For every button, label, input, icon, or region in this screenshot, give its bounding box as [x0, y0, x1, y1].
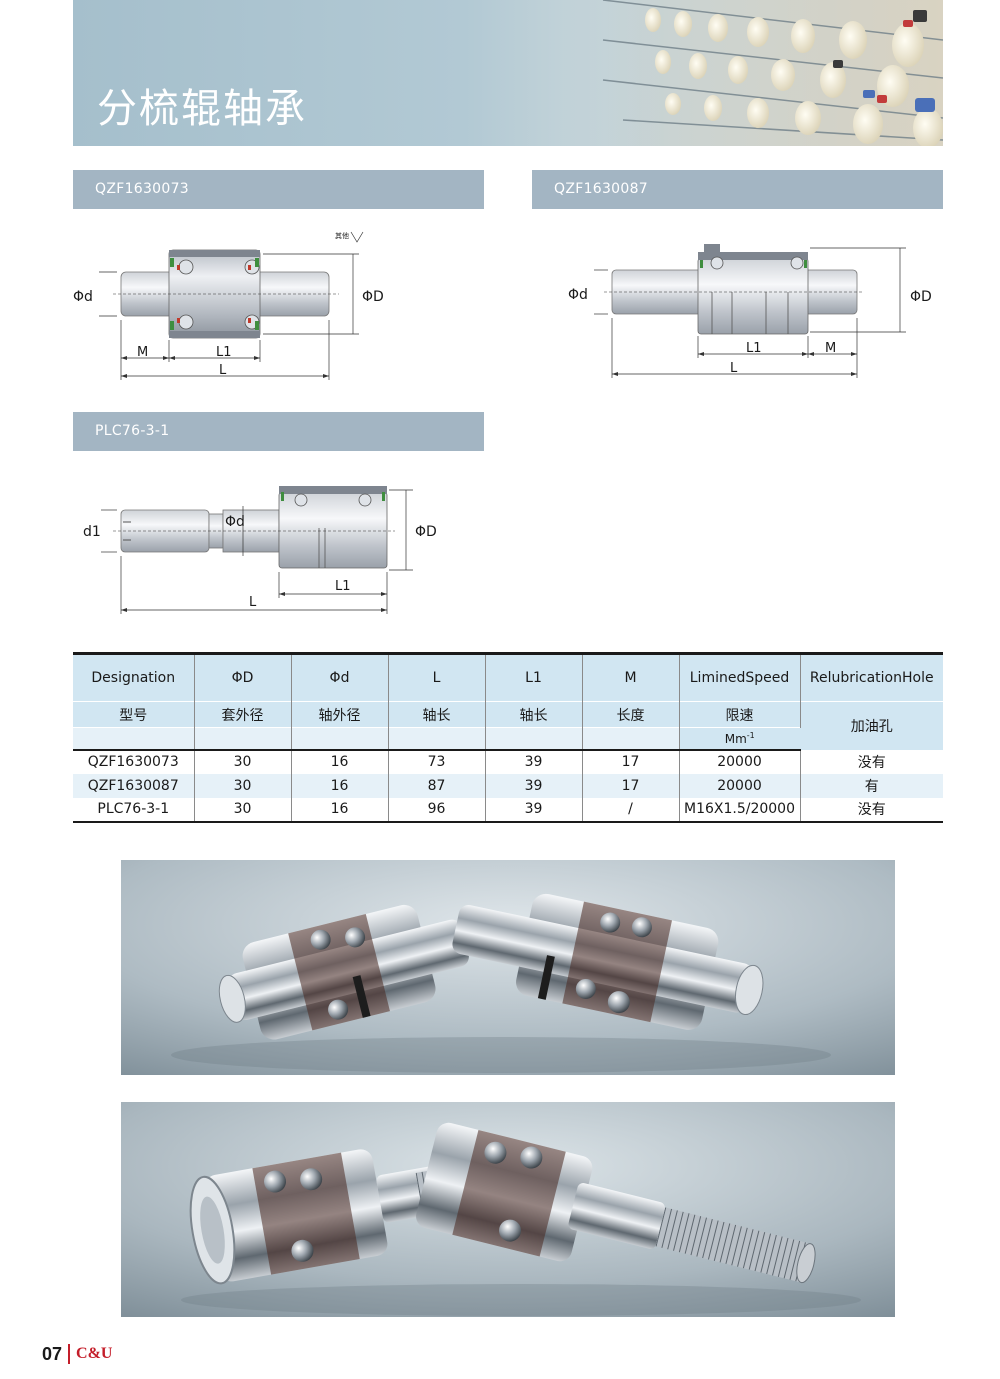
label-d1: d1: [83, 524, 101, 540]
label-l1: L1: [216, 345, 232, 360]
cell-length: 96: [388, 797, 486, 823]
header-row-units: Mm-1: [73, 727, 943, 751]
header-length: L: [388, 652, 486, 702]
label-d: Φd: [225, 514, 245, 530]
cell-length: 87: [388, 773, 486, 798]
surface-note: 其他: [335, 231, 349, 240]
label-d: Φd: [568, 287, 588, 303]
cell-designation: QZF1630073: [73, 749, 195, 774]
cell-shaft-diameter: 16: [291, 797, 389, 823]
specification-table: Designation ΦD Φd L L1 M LiminedSpeed Re…: [73, 652, 943, 823]
header-cn-m: 长度: [582, 701, 680, 728]
cell-m: 17: [582, 749, 680, 774]
cell-outer-diameter: 30: [194, 797, 292, 823]
header-cn-shaft: 轴外径: [291, 701, 389, 728]
cell-length1: 39: [485, 797, 583, 823]
header-shaft-diameter: Φd: [291, 652, 389, 702]
cell-oil-hole: 有: [800, 773, 943, 798]
spinning-machine-image: [563, 0, 943, 146]
cell-shaft-diameter: 16: [291, 749, 389, 774]
table-row: QZF1630087 30 16 87 39 17 20000 有: [73, 773, 943, 798]
footer-divider: [68, 1344, 71, 1364]
header-row-cn: 型号 套外径 轴外径 轴长 轴长 长度 限速 加油孔: [73, 701, 943, 750]
speed-unit: Mm-1: [679, 727, 800, 751]
header-outer-diameter: ΦD: [194, 652, 292, 702]
drawing-qzf1630087: Φd ΦD L1 M L: [568, 244, 932, 378]
header-cn-speed: 限速: [679, 701, 801, 728]
header-cn-length: 轴长: [388, 701, 486, 728]
cell-length1: 39: [485, 773, 583, 798]
page-title: 分梳辊轴承: [97, 86, 307, 132]
cell-oil-hole: 没有: [857, 754, 886, 771]
header-cn-length1: 轴长: [485, 701, 583, 728]
label-l1: L1: [335, 579, 351, 594]
table-row: PLC76-3-1 30 16 96 39 / M16X1.5/20000 没有: [73, 797, 943, 823]
cell-length: 73: [388, 749, 486, 774]
label-d: Φd: [73, 289, 93, 305]
label-D: ΦD: [415, 524, 437, 540]
label-D: ΦD: [362, 289, 384, 305]
product-photo-plc: [121, 1102, 895, 1317]
label-m: M: [825, 341, 836, 356]
cell-designation: QZF1630087: [73, 773, 195, 798]
label-m: M: [137, 345, 148, 360]
header-cn-outer: 套外径: [194, 701, 292, 728]
cell-oil-hole: 没有: [800, 797, 943, 823]
label-l: L: [219, 363, 227, 378]
cell-speed: 20000: [679, 773, 801, 798]
cell-designation: PLC76-3-1: [73, 797, 195, 823]
page-number: 07: [42, 1343, 63, 1364]
header-speed: LiminedSpeed: [679, 652, 801, 702]
product-photo-qzf: [121, 860, 895, 1075]
cell-shaft-diameter: 16: [291, 773, 389, 798]
drawing-plc76-3-1: d1 Φd ΦD L1 L: [83, 486, 437, 614]
cell-length1: 39: [485, 749, 583, 774]
footer: 07 C&U: [42, 1342, 112, 1366]
cell-outer-diameter: 30: [194, 749, 292, 774]
label-D: ΦD: [910, 289, 932, 305]
header-length1: L1: [485, 652, 583, 702]
header-m: M: [582, 652, 680, 702]
brand-logo: C&U: [76, 1345, 113, 1362]
section-bar-qzf1630087: QZF1630087: [532, 170, 943, 209]
cell-outer-diameter: 30: [194, 773, 292, 798]
header-designation: Designation: [73, 652, 195, 702]
cell-speed: 20000: [679, 749, 801, 774]
header-row-en: Designation ΦD Φd L L1 M LiminedSpeed Re…: [73, 652, 943, 702]
label-l1: L1: [746, 341, 762, 356]
label-l: L: [249, 595, 257, 610]
section-bar-plc76-3-1: PLC76-3-1: [73, 412, 484, 451]
table-row: QZF1630073 30 16 73 39 17 20000 没有: [73, 749, 943, 774]
header-relubrication: RelubricationHole: [800, 652, 943, 702]
header-cn-oil-hole: 加油孔: [800, 701, 943, 750]
label-l: L: [730, 361, 738, 376]
header-banner: 分梳辊轴承: [73, 0, 943, 146]
header-cn-model: 型号: [73, 701, 195, 728]
cell-speed: M16X1.5/20000: [679, 797, 801, 823]
cell-m: 17: [582, 773, 680, 798]
drawing-qzf1630073: Φd ΦD M L1 L 其他: [73, 231, 384, 380]
section-bar-qzf1630073: QZF1630073: [73, 170, 484, 209]
cell-m: /: [582, 797, 680, 823]
